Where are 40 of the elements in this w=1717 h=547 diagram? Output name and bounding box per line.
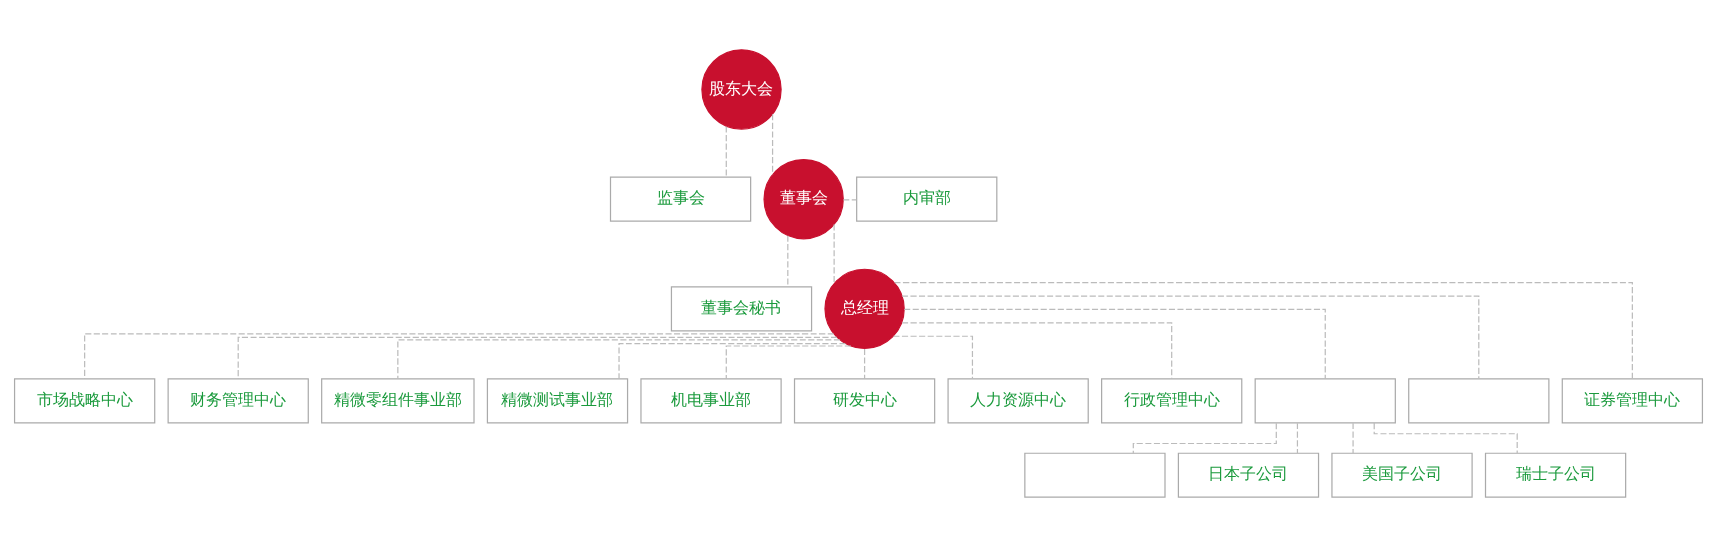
node-box	[1408, 378, 1550, 424]
connector	[892, 335, 974, 380]
connector	[787, 235, 789, 288]
connector	[237, 336, 838, 380]
node-box: 机电事业部	[640, 378, 782, 424]
connector	[1352, 422, 1354, 454]
connector	[725, 126, 727, 178]
node-circle: 总经理	[824, 268, 905, 350]
connector	[618, 342, 846, 380]
connector	[901, 295, 1480, 380]
connector	[901, 322, 1173, 380]
node-box: 精微零组件事业部	[321, 378, 475, 424]
node-box: 财务管理中心	[167, 378, 309, 424]
connector	[725, 345, 852, 380]
node-box: 内审部	[856, 176, 998, 222]
node-box: 研发中心	[793, 378, 936, 424]
node-box: 美国子公司	[1331, 452, 1473, 498]
connector	[903, 308, 1326, 380]
connector	[771, 113, 774, 175]
node-box: 人力资源中心	[947, 378, 1089, 424]
node-circle: 股东大会	[701, 49, 782, 130]
node-box: 监事会	[609, 176, 752, 222]
node-box: 证券管理中心	[1561, 378, 1704, 424]
connector	[1132, 422, 1277, 454]
connector	[864, 348, 866, 380]
node-box: 董事会秘书	[670, 286, 813, 332]
connector	[1373, 422, 1518, 454]
node-box: 市场战略中心	[13, 378, 156, 424]
node-box	[1024, 452, 1166, 498]
connector	[397, 339, 841, 380]
node-box: 精微测试事业部	[486, 378, 629, 424]
connector	[833, 224, 835, 284]
node-circle: 董事会	[763, 158, 844, 240]
node-box: 日本子公司	[1177, 452, 1320, 498]
node-box	[1254, 378, 1396, 424]
connector	[842, 199, 857, 201]
connector	[894, 282, 1633, 380]
node-box: 行政管理中心	[1101, 378, 1243, 424]
node-box: 瑞士子公司	[1484, 452, 1627, 498]
connector	[1296, 422, 1299, 454]
